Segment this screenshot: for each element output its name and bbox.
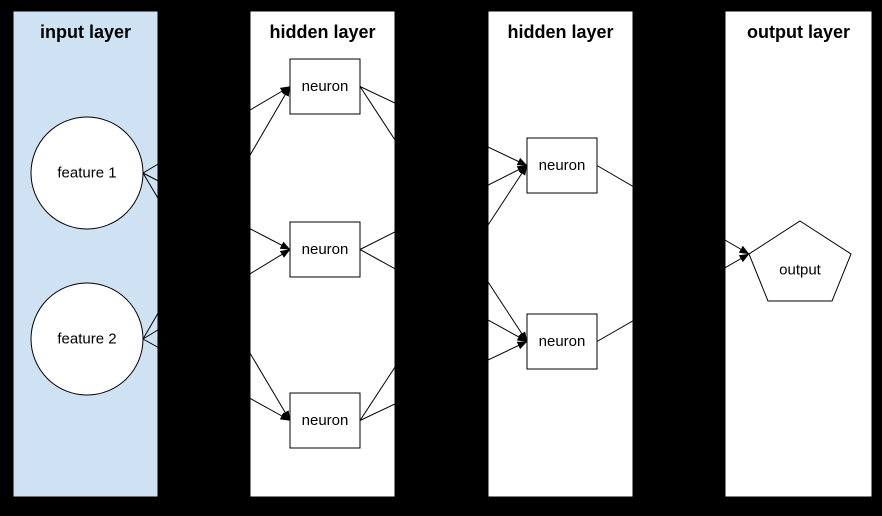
hidden2-neuron-1-label: neuron bbox=[539, 157, 586, 174]
hidden1-neuron-1-label: neuron bbox=[302, 78, 349, 95]
hidden2-neuron-2-label: neuron bbox=[539, 333, 586, 350]
hidden1-neuron-2-label: neuron bbox=[302, 241, 349, 258]
hidden2-neuron-1-node bbox=[526, 137, 598, 194]
input-layer-panel bbox=[12, 10, 159, 498]
edge-feature1-to-h1n3 bbox=[142, 172, 291, 421]
edge-feature2-to-h1n1 bbox=[142, 86, 291, 340]
input-layer-title: input layer bbox=[40, 22, 131, 42]
edge-feature1-to-h1n2 bbox=[142, 172, 291, 250]
edge-h2n2-to-out1 bbox=[596, 253, 750, 342]
edge-h1n1-to-h2n2 bbox=[359, 86, 528, 342]
hidden1-neuron-3-label: neuron bbox=[302, 412, 349, 429]
edge-feature1-to-h1n1 bbox=[142, 86, 291, 174]
edge-feature2-to-h1n2 bbox=[142, 249, 291, 340]
edge-h2n1-to-out1 bbox=[596, 165, 750, 255]
output-node-label: output bbox=[779, 262, 822, 279]
edge-feature2-to-h1n3 bbox=[142, 338, 291, 421]
hidden-layer-1-title: hidden layer bbox=[269, 22, 375, 42]
edge-h1n3-to-h2n1 bbox=[359, 165, 528, 421]
feature-1-label: feature 1 bbox=[57, 165, 116, 182]
feature-2-label: feature 2 bbox=[57, 331, 116, 348]
edge-h1n2-to-h2n2 bbox=[359, 249, 528, 342]
hidden-layer-2-title: hidden layer bbox=[507, 22, 613, 42]
output-node bbox=[748, 220, 852, 302]
hidden1-neuron-3-node bbox=[289, 392, 361, 449]
hidden-layer-2-panel bbox=[487, 10, 634, 498]
hidden2-neuron-2-node bbox=[526, 313, 598, 370]
hidden1-neuron-2-node bbox=[289, 221, 361, 278]
edge-h1n2-to-h2n1 bbox=[359, 165, 528, 250]
edge-h1n3-to-h2n2 bbox=[359, 341, 528, 421]
edge-layer bbox=[142, 86, 750, 421]
output-layer-title: output layer bbox=[747, 22, 850, 42]
edge-h1n1-to-h2n1 bbox=[359, 86, 528, 166]
